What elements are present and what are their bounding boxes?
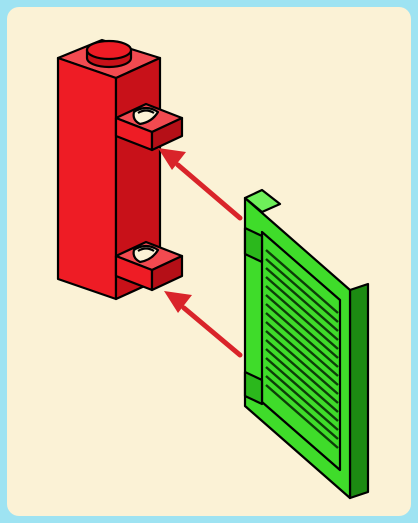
assembly-arrow-upper [158,148,240,218]
assembly-arrow-lower [164,291,240,355]
shutter-edge [350,284,368,498]
green-shutter [245,190,368,498]
brick-stud [87,41,131,67]
brick-front-face [58,58,116,299]
red-brick [58,40,182,299]
